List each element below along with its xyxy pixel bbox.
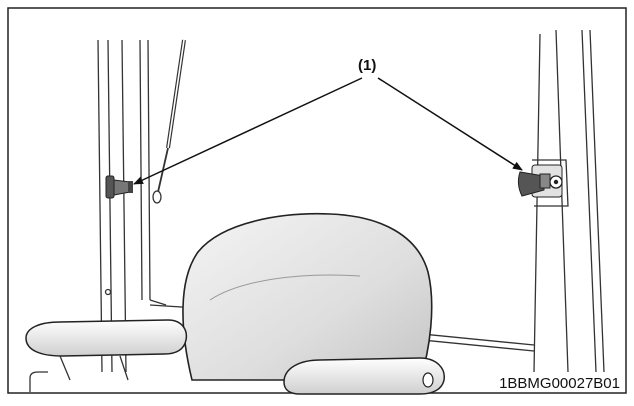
left-armrest: [25, 319, 188, 392]
leader-arrow-to-left-latch: [133, 77, 363, 185]
figure-code-background: [458, 372, 624, 392]
seat-seam: [209, 274, 361, 301]
figure-code: 1BBMG00027B01: [499, 375, 620, 392]
callout-leader-lines: [133, 77, 523, 185]
right-door-latch-knob: [517, 164, 563, 198]
callout-label: (1): [358, 57, 376, 74]
leader-arrow-to-right-latch: [377, 77, 523, 171]
right-cab-pillar: [532, 29, 605, 373]
right-armrest: [283, 357, 445, 395]
operator-seat-back: [182, 212, 433, 381]
left-door-latch-knob: [105, 175, 133, 199]
